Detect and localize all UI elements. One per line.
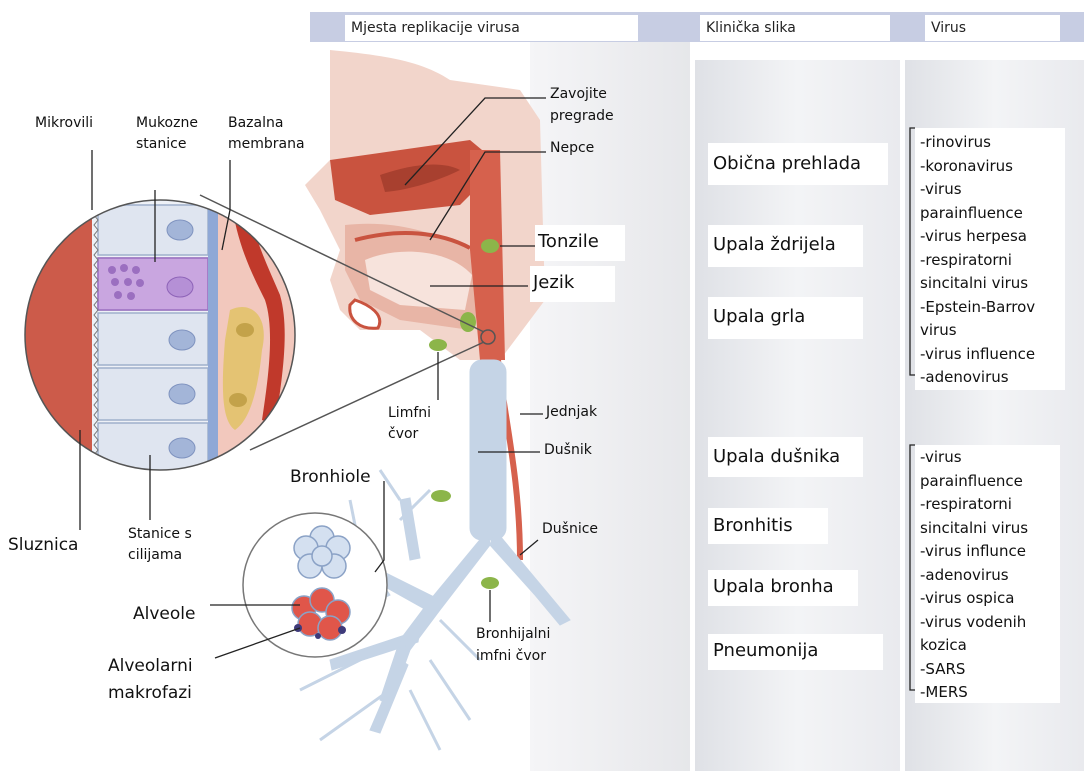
virus-item: kozica — [920, 634, 1028, 658]
virus-item: -virus influence — [920, 343, 1035, 367]
label-bronhijalni-cvor-2: imfni čvor — [476, 648, 546, 665]
virus-item: -respiratorni — [920, 249, 1035, 273]
virus-item: parainfluence — [920, 470, 1028, 494]
label-alveolarni-makrofazi-1: Alveolarni — [108, 656, 193, 676]
tissue-magnified — [20, 190, 298, 490]
label-bronhiole: Bronhiole — [290, 467, 371, 487]
header-clinical-picture: Klinička slika — [700, 15, 890, 41]
label-tonzile: Tonzile — [538, 231, 599, 253]
label-alveole: Alveole — [133, 604, 195, 624]
label-dusnice: Dušnice — [542, 521, 598, 538]
label-alveolarni-makrofazi-2: makrofazi — [108, 683, 192, 703]
virus-item: -SARS — [920, 658, 1028, 682]
virus-item: -Epstein-Barrov — [920, 296, 1035, 320]
virus-list-lower: -virus parainfluence -respiratorni sinci… — [920, 446, 1028, 705]
virus-item: -virus influnce — [920, 540, 1028, 564]
virus-item: -MERS — [920, 681, 1028, 705]
clinical-upala-dusnika: Upala dušnika — [713, 446, 840, 468]
header-replication-sites: Mjesta replikacije virusa — [345, 15, 638, 41]
label-bronhijalni-cvor-1: Bronhijalni — [476, 626, 550, 643]
virus-item: -adenovirus — [920, 366, 1035, 390]
virus-item: -rinovirus — [920, 131, 1035, 155]
clinical-upala-bronha: Upala bronha — [713, 576, 834, 598]
virus-list-upper: -rinovirus -koronavirus -virus parainflu… — [920, 131, 1035, 390]
clinical-obicna-prehlada: Obična prehlada — [713, 153, 861, 175]
virus-item: sincitalni virus — [920, 517, 1028, 541]
virus-item: -adenovirus — [920, 564, 1028, 588]
virus-item: sincitalni virus — [920, 272, 1035, 296]
label-zavojite-pregrade-1: Zavojite — [550, 86, 607, 103]
label-limfni-cvor-2: čvor — [388, 426, 418, 443]
label-zavojite-pregrade-2: pregrade — [550, 108, 614, 125]
virus-item: -virus ospica — [920, 587, 1028, 611]
label-jezik: Jezik — [533, 272, 574, 294]
label-mukozne-stanice-2: stanice — [136, 136, 186, 153]
label-stanice-s-cilijama-1: Stanice s — [128, 526, 192, 543]
label-bazalna-membrana-1: Bazalna — [228, 115, 283, 132]
clinical-bronhitis: Bronhitis — [713, 515, 793, 537]
basal-membrane — [208, 190, 218, 490]
clinical-upala-grla: Upala grla — [713, 306, 805, 328]
label-jednjak: Jednjak — [546, 404, 597, 421]
header-virus: Virus — [925, 15, 1060, 41]
clinical-upala-zdrijela: Upala ždrijela — [713, 234, 836, 256]
clinical-pneumonija: Pneumonija — [713, 640, 818, 662]
virus-item: -virus herpesa — [920, 225, 1035, 249]
label-mukozne-stanice-1: Mukozne — [136, 115, 198, 132]
label-sluznica: Sluznica — [8, 535, 78, 555]
label-bazalna-membrana-2: membrana — [228, 136, 305, 153]
virus-item: -respiratorni — [920, 493, 1028, 517]
virus-item: -koronavirus — [920, 155, 1035, 179]
label-dusnik: Dušnik — [544, 442, 592, 459]
virus-item: -virus — [920, 446, 1028, 470]
virus-item: -virus vodenih — [920, 611, 1028, 635]
virus-item: virus — [920, 319, 1035, 343]
virus-item: parainfluence — [920, 202, 1035, 226]
label-limfni-cvor-1: Limfni — [388, 405, 431, 422]
label-mikrovili: Mikrovili — [35, 115, 93, 132]
label-stanice-s-cilijama-2: cilijama — [128, 547, 182, 564]
label-nepce: Nepce — [550, 140, 594, 157]
virus-item: -virus — [920, 178, 1035, 202]
